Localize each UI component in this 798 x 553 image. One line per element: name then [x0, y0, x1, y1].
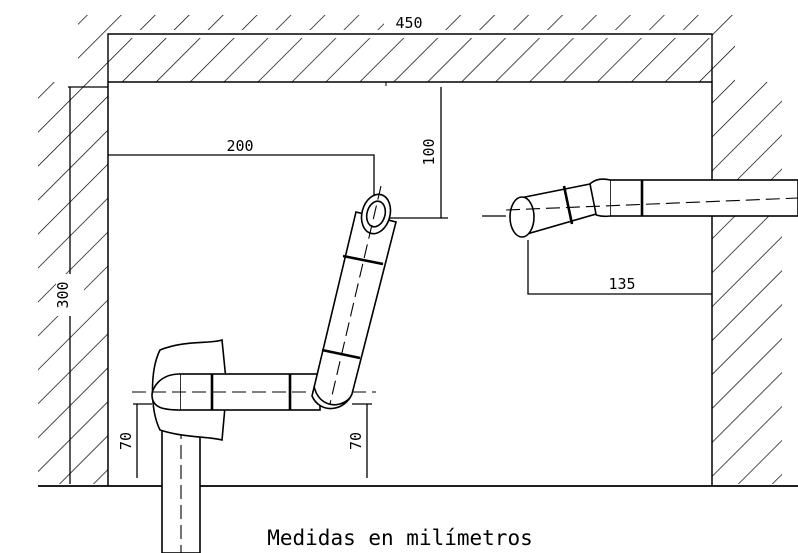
dimension-200: 200: [108, 137, 375, 200]
dimension-width: 450: [107, 14, 713, 82]
caption: Medidas en milímetros: [267, 526, 533, 550]
center-pipe-assembly: [311, 185, 397, 410]
right-pipe-assembly: [505, 178, 798, 238]
dim-label-450: 450: [395, 14, 422, 32]
dim-label-300: 300: [54, 281, 72, 308]
right-wall: [712, 82, 782, 484]
dimension-70-center: 70: [347, 403, 372, 478]
dimension-height: 300: [54, 86, 108, 484]
dimension-135: 135: [482, 215, 712, 295]
dim-label-70-left: 70: [117, 432, 135, 450]
dim-label-100: 100: [420, 138, 438, 165]
dimension-100: 100: [385, 82, 448, 219]
dim-label-200: 200: [226, 137, 253, 155]
dimension-70-left: 70: [117, 403, 152, 478]
walls: [38, 15, 798, 487]
dim-label-135: 135: [608, 275, 635, 293]
dim-label-70-center: 70: [347, 432, 365, 450]
